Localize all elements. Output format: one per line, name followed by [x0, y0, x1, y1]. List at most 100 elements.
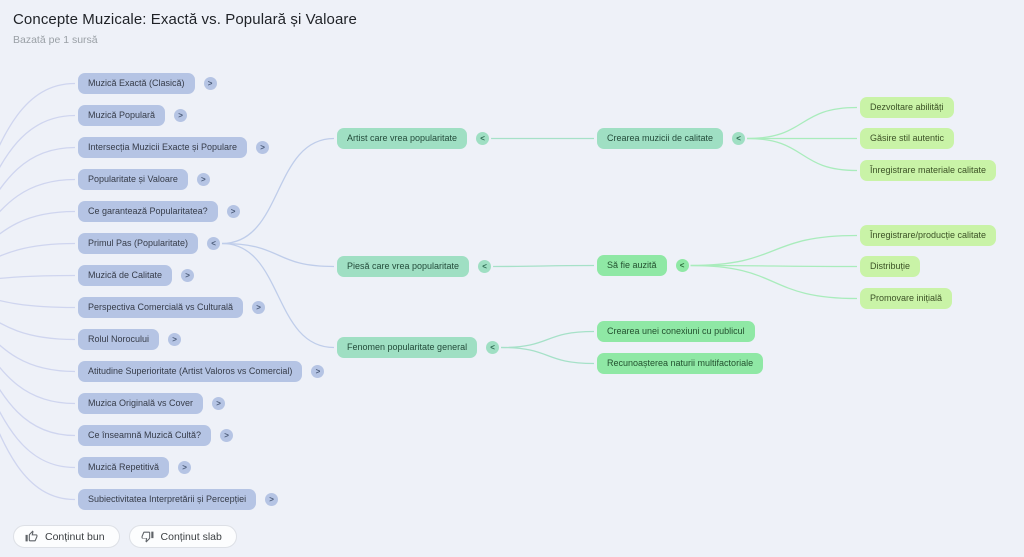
- collapse-children-button[interactable]: <: [207, 237, 221, 250]
- chevron-right-icon: >: [269, 495, 274, 504]
- mindmap-row: Distribuție: [860, 256, 921, 277]
- chevron-right-icon: >: [201, 175, 206, 184]
- mindmap-row: Înregistrare/producție calitate: [860, 225, 997, 246]
- chevron-left-icon: <: [211, 239, 216, 248]
- node-fenomen-popularitate-general[interactable]: Fenomen popularitate general: [337, 337, 478, 358]
- collapse-children-button[interactable]: <: [732, 132, 746, 145]
- mindmap-row: Perspectiva Comercială vs Culturală >: [78, 297, 266, 318]
- expand-children-button[interactable]: >: [252, 301, 266, 314]
- mindmap-row: Artist care vrea popularitate <: [337, 128, 490, 149]
- chevron-left-icon: <: [490, 343, 495, 352]
- mindmap-row: Atitudine Superioritate (Artist Valoros …: [78, 361, 325, 382]
- mindmap-row: Să fie auzită <: [597, 255, 689, 276]
- chevron-right-icon: >: [224, 431, 229, 440]
- node-distributie[interactable]: Distribuție: [860, 256, 921, 277]
- collapse-children-button[interactable]: <: [476, 132, 490, 145]
- chevron-left-icon: <: [480, 134, 485, 143]
- mindmap-row: Muzică Exactă (Clasică) >: [78, 73, 217, 94]
- mindmap-row: Muzică de Calitate >: [78, 265, 195, 286]
- expand-children-button[interactable]: >: [203, 77, 217, 90]
- mindmap-row: Primul Pas (Popularitate) <: [78, 233, 221, 254]
- node-intersectia-muzicii[interactable]: Intersecția Muzicii Exacte și Populare: [78, 137, 248, 158]
- mindmap-row: Muzică Populară >: [78, 105, 188, 126]
- chevron-right-icon: >: [172, 335, 177, 344]
- node-sa-fie-auzita[interactable]: Să fie auzită: [597, 255, 667, 276]
- chevron-right-icon: >: [207, 79, 213, 88]
- header: Concepte Muzicale: Exactă vs. Populară ș…: [13, 11, 357, 46]
- collapse-children-button[interactable]: <: [486, 341, 500, 354]
- node-rolul-norocului[interactable]: Rolul Norocului: [78, 329, 160, 350]
- chevron-right-icon: >: [216, 399, 221, 408]
- chevron-right-icon: >: [182, 463, 187, 472]
- mindmap-row: Recunoașterea naturii multifactoriale: [597, 353, 764, 374]
- node-gasire-stil-autentic[interactable]: Găsire stil autentic: [860, 128, 955, 149]
- expand-children-button[interactable]: >: [178, 461, 192, 474]
- mindmap-row: Dezvoltare abilități: [860, 97, 954, 118]
- mindmap-row: Fenomen popularitate general <: [337, 337, 500, 358]
- expand-children-button[interactable]: >: [256, 141, 270, 154]
- bad-content-button[interactable]: Conținut slab: [128, 525, 237, 548]
- node-ce-inseamna-muzica-culta[interactable]: Ce înseamnă Muzică Cultă?: [78, 425, 212, 446]
- expand-children-button[interactable]: >: [181, 269, 195, 282]
- expand-children-button[interactable]: >: [212, 397, 226, 410]
- chevron-left-icon: <: [482, 262, 487, 271]
- mindmap-row: Muzica Originală vs Cover >: [78, 393, 226, 414]
- node-crearea-conexiuni-publicul[interactable]: Crearea unei conexiuni cu publicul: [597, 321, 755, 342]
- node-inregistrare-productie-calitate[interactable]: Înregistrare/producție calitate: [860, 225, 997, 246]
- mindmap-row: Ce înseamnă Muzică Cultă? >: [78, 425, 234, 446]
- chevron-right-icon: >: [260, 143, 265, 152]
- mindmap-row: Muzică Repetitivă >: [78, 457, 192, 478]
- good-content-button[interactable]: Conținut bun: [13, 525, 120, 548]
- node-perspectiva-comerciala-culturala[interactable]: Perspectiva Comercială vs Culturală: [78, 297, 244, 318]
- expand-children-button[interactable]: >: [226, 205, 240, 218]
- bad-content-label: Conținut slab: [160, 530, 222, 543]
- mindmap-row: Popularitate și Valoare >: [78, 169, 210, 190]
- collapse-children-button[interactable]: <: [478, 260, 492, 273]
- chevron-right-icon: >: [185, 271, 190, 280]
- expand-children-button[interactable]: >: [168, 333, 182, 346]
- page-title: Concepte Muzicale: Exactă vs. Populară ș…: [13, 11, 357, 28]
- node-popularitate-si-valoare[interactable]: Popularitate și Valoare: [78, 169, 188, 190]
- collapse-children-button[interactable]: <: [675, 259, 689, 272]
- node-subiectivitatea-interpretarii[interactable]: Subiectivitatea Interpretării și Percepț…: [78, 489, 257, 510]
- node-muzica-originala-vs-cover[interactable]: Muzica Originală vs Cover: [78, 393, 204, 414]
- node-artist-care-vrea-popularitate[interactable]: Artist care vrea popularitate: [337, 128, 468, 149]
- expand-children-button[interactable]: >: [311, 365, 325, 378]
- thumb-up-icon: [25, 530, 38, 542]
- expand-children-button[interactable]: >: [174, 109, 188, 122]
- node-piesa-care-vrea-popularitate[interactable]: Piesă care vrea popularitate: [337, 256, 470, 277]
- feedback-bar: Conținut bun Conținut slab: [13, 525, 237, 548]
- node-atitudine-superioritate[interactable]: Atitudine Superioritate (Artist Valoros …: [78, 361, 303, 382]
- mindmap-row: Ce garantează Popularitatea? >: [78, 201, 240, 222]
- chevron-right-icon: >: [230, 207, 236, 216]
- chevron-left-icon: <: [736, 134, 741, 143]
- chevron-right-icon: >: [178, 111, 183, 120]
- node-ce-garanteaza-popularitatea[interactable]: Ce garantează Popularitatea?: [78, 201, 218, 222]
- thumb-down-icon: [141, 531, 154, 543]
- node-crearea-muzicii-de-calitate[interactable]: Crearea muzicii de calitate: [597, 128, 724, 149]
- expand-children-button[interactable]: >: [220, 429, 234, 442]
- mindmap-row: Intersecția Muzicii Exacte și Populare >: [78, 137, 270, 158]
- node-inregistrare-materiale-calitate[interactable]: Înregistrare materiale calitate: [860, 160, 997, 181]
- expand-children-button[interactable]: >: [196, 173, 210, 186]
- chevron-left-icon: <: [679, 261, 685, 270]
- mindmap-row: Înregistrare materiale calitate: [860, 160, 997, 181]
- node-muzica-repetitiva[interactable]: Muzică Repetitivă: [78, 457, 170, 478]
- node-muzica-de-calitate[interactable]: Muzică de Calitate: [78, 265, 173, 286]
- node-dezvoltare-abilitati[interactable]: Dezvoltare abilități: [860, 97, 954, 118]
- node-promovare-initiala[interactable]: Promovare inițială: [860, 288, 953, 309]
- node-recunoasterea-naturii[interactable]: Recunoașterea naturii multifactoriale: [597, 353, 764, 374]
- node-primul-pas-popularitate[interactable]: Primul Pas (Popularitate): [78, 233, 199, 254]
- mindmap-row: Piesă care vrea popularitate <: [337, 256, 492, 277]
- mindmap-row: Găsire stil autentic: [860, 128, 955, 149]
- mindmap-row: Subiectivitatea Interpretării și Percepț…: [78, 489, 279, 510]
- expand-children-button[interactable]: >: [265, 493, 279, 506]
- node-muzica-populara[interactable]: Muzică Populară: [78, 105, 166, 126]
- chevron-right-icon: >: [256, 303, 261, 312]
- mindmap-row: Promovare inițială: [860, 288, 953, 309]
- node-muzica-exacta[interactable]: Muzică Exactă (Clasică): [78, 73, 195, 94]
- mindmap-row: Crearea muzicii de calitate <: [597, 128, 746, 149]
- mindmap-row: Crearea unei conexiuni cu publicul: [597, 321, 755, 342]
